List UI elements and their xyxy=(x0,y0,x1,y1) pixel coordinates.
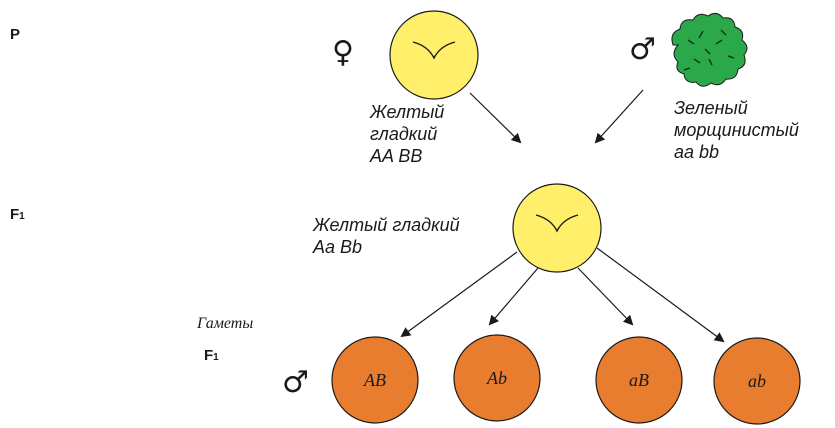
male-symbol-bottom-icon: ♂ xyxy=(282,365,309,400)
gamete-circles xyxy=(331,334,801,425)
female-symbol-icon: ♀ xyxy=(332,35,354,70)
generation-p-label: P xyxy=(10,26,21,43)
arrow-female-to-f1 xyxy=(469,92,522,144)
yellow-smooth-seed-hybrid xyxy=(512,183,602,273)
hybrid-description: Желтый гладкий Aa Bb xyxy=(313,214,460,258)
female-genotype: AA BB xyxy=(370,146,423,166)
hybrid-genotype: Aa Bb xyxy=(313,237,363,257)
gamete-label: Ab xyxy=(487,368,507,388)
arrow-to-gamete-ab-recessive xyxy=(596,247,725,343)
gamete-label: aB xyxy=(629,370,649,390)
male-phenotype-line2: морщинистый xyxy=(674,120,799,140)
gametes-title: Гаметы xyxy=(197,315,254,332)
gamete-ab-lower-b-circle xyxy=(595,336,683,424)
arrow-to-gamete-ab-lower-b xyxy=(577,267,634,326)
gamete-ab-mixed-circle xyxy=(453,334,541,422)
gamete-label: AB xyxy=(364,370,386,390)
male-symbol-icon: ♂ xyxy=(629,32,656,67)
hybrid-phenotype: Желтый гладкий xyxy=(313,215,460,235)
generation-f1-gametes-label: F1 xyxy=(204,347,219,364)
gamete-ab-circle xyxy=(331,336,419,424)
female-parent-description: Желтый гладкий AA BB xyxy=(370,101,444,167)
green-wrinkled-seed-parent xyxy=(671,12,748,87)
arrow-to-gamete-ab-upper xyxy=(400,251,518,338)
gamete-ab-recessive-circle xyxy=(713,337,801,425)
female-phenotype-line1: Желтый xyxy=(370,102,445,122)
arrow-to-gamete-ab-mixed xyxy=(488,267,539,326)
gamete-label: ab xyxy=(748,371,766,391)
yellow-smooth-seed-parent xyxy=(389,10,479,100)
male-genotype: aa bb xyxy=(674,142,720,162)
female-phenotype-line2: гладкий xyxy=(370,124,438,144)
generation-f1-label: F1 xyxy=(10,206,25,223)
male-phenotype-line1: Зеленый xyxy=(674,98,748,118)
male-parent-description: Зеленый морщинистый aa bb xyxy=(674,97,799,163)
arrow-male-to-f1 xyxy=(594,89,644,144)
